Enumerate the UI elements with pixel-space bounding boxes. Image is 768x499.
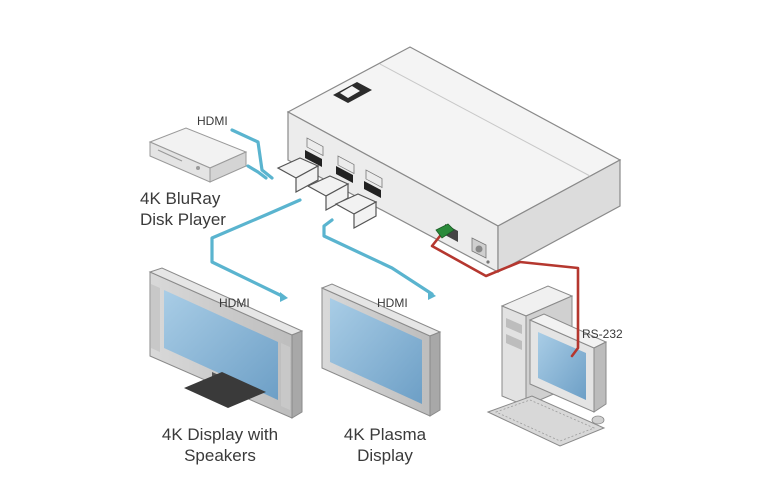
hdmi-cable-source-stub (246, 164, 268, 180)
rs232-label: RS-232 (582, 327, 623, 341)
display2-screen (330, 298, 422, 404)
hdmi-cable-display2 (322, 218, 434, 296)
display2-label-line2: Display (357, 446, 413, 465)
hdmi-cable-source (230, 128, 274, 180)
hdmi-cable-display1 (210, 198, 302, 298)
bluray-label-line1: 4K BluRay (140, 189, 221, 208)
display1-label: 4K Display with Speakers (145, 424, 295, 466)
display1-label-line2: Speakers (184, 446, 256, 465)
hdmi-cables (210, 128, 434, 298)
source-hdmi-label: HDMI (197, 114, 228, 128)
display1-screen (164, 290, 278, 400)
hdmi-connectors (276, 157, 378, 230)
display1-hdmi-label: HDMI (219, 296, 250, 310)
display1-label-line1: 4K Display with (161, 425, 279, 444)
distribution-amplifier (286, 46, 622, 274)
display-with-speakers (148, 267, 304, 419)
kramer-logo-icon (333, 82, 372, 103)
controller-pc (486, 285, 608, 447)
rs232-cable (430, 234, 580, 358)
bluray-player (148, 127, 248, 183)
display2-label-line1: 4K Plasma (343, 425, 427, 444)
bluray-label-line2: Disk Player (140, 210, 226, 229)
rs232-terminal-icon (435, 223, 455, 239)
display2-label: 4K Plasma Display (330, 424, 440, 466)
pc-monitor-screen (538, 332, 586, 400)
bluray-player-label: 4K BluRay Disk Player (140, 188, 262, 230)
cable-arrow-icons (280, 290, 436, 302)
plasma-display (320, 283, 442, 417)
display2-hdmi-label: HDMI (377, 296, 408, 310)
